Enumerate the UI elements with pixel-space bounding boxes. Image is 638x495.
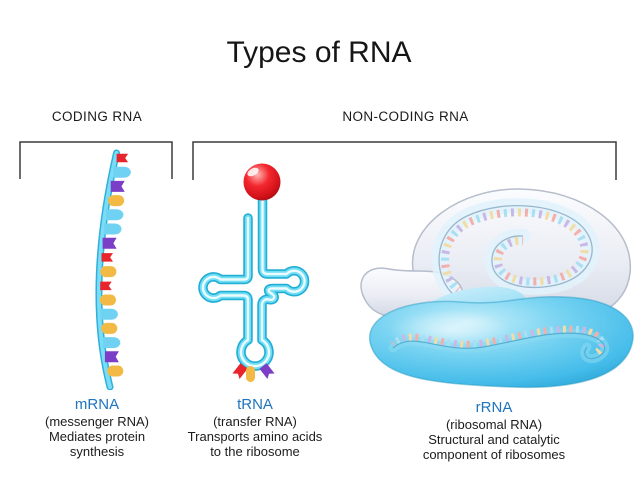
page-title: Types of RNA (226, 36, 412, 69)
nucleotide-flag-cyan (103, 337, 121, 349)
anticodon-flag-yellow (246, 366, 255, 382)
nucleotide-flag-cyan (106, 209, 124, 221)
trna-cloverleaf-strand (201, 195, 306, 368)
anticodon-flag-red (232, 363, 248, 380)
nucleotide-flag-yellow (108, 195, 125, 207)
nucleotide-flag-red (100, 281, 112, 291)
noncoding-bracket (192, 141, 617, 180)
rrna-caption: rRNA (ribosomal RNA) Structural and cata… (384, 399, 604, 462)
nucleotide-flag-cyan (100, 308, 118, 320)
amino-acid-ball (243, 163, 281, 201)
mrna-illustration (95, 149, 131, 390)
rrna-spiral-line (438, 205, 593, 297)
rrna-strand-line (392, 332, 606, 360)
anticodon-flag-purple (259, 363, 275, 380)
amino-acid-highlight (247, 167, 259, 177)
rrna-tick-stroke (441, 208, 589, 294)
coding-bracket (19, 141, 173, 179)
noncoding-rna-label: NON-CODING RNA (342, 109, 469, 124)
nucleotide-flag-cyan (104, 223, 122, 235)
mrna-strand (96, 151, 119, 389)
rrna-full-name: (ribosomal RNA) (445, 417, 543, 432)
mrna-nucleotide-flags (99, 153, 131, 377)
nucleotide-flag-purple (102, 237, 117, 249)
mrna-full-name: (messenger RNA) (44, 414, 150, 429)
rrna-illustration (360, 188, 634, 389)
nucleotide-flag-purple (104, 351, 119, 363)
nucleotide-flag-purple (110, 180, 125, 192)
nucleotide-flag-red (116, 153, 129, 163)
nucleotide-flag-red (101, 253, 113, 262)
nucleotide-flag-cyan (113, 166, 131, 178)
trna-description-line: Transports amino acids (187, 429, 323, 444)
mrna-description-line: synthesis (69, 444, 125, 459)
trna-caption: tRNA (transfer RNA) Transports amino aci… (170, 396, 340, 459)
trna-full-name: (transfer RNA) (213, 414, 297, 429)
anticodon-flags (232, 363, 275, 382)
trna-name: tRNA (237, 396, 273, 413)
rrna-name: rRNA (475, 399, 513, 416)
rrna-description-line: Structural and catalytic (428, 432, 560, 447)
trna-illustration (198, 163, 310, 382)
nucleotide-flag-yellow (100, 266, 117, 278)
nucleotide-flag-yellow (107, 365, 124, 377)
nucleotide-flag-yellow (101, 322, 118, 334)
rrna-description-line: component of ribosomes (422, 447, 566, 462)
mrna-caption: mRNA (messenger RNA) Mediates protein sy… (17, 396, 177, 459)
mrna-name: mRNA (74, 396, 120, 413)
nucleotide-flag-yellow (99, 294, 116, 306)
trna-description-line: to the ribosome (210, 444, 300, 459)
mrna-description-line: Mediates protein (48, 429, 146, 444)
coding-rna-label: CODING RNA (51, 109, 143, 124)
trna-cloverleaf-strand (199, 193, 308, 370)
